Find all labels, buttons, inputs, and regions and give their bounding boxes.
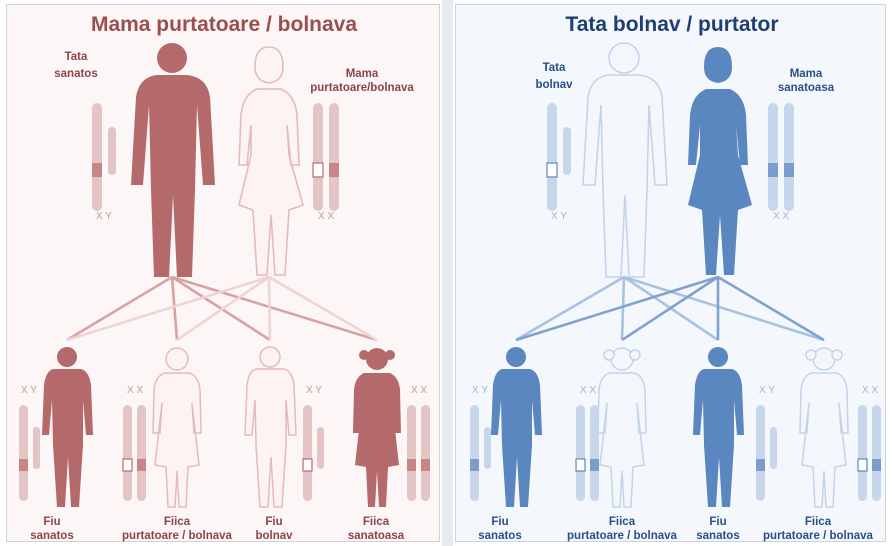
right-child-2-label1: Fiica [609, 516, 636, 528]
left-child-4-label1: Fiica [363, 516, 390, 528]
right-child-3-figure [693, 347, 744, 507]
left-father: Tata sanatos X Y [54, 43, 215, 277]
left-inheritance-lines-light [67, 277, 377, 340]
right-child-3-xy: X Y [759, 385, 775, 396]
right-child-1-label2: sanatos [478, 530, 521, 542]
right-mother-xy: X X [773, 211, 789, 222]
right-child-1-label1: Fiu [491, 516, 508, 528]
right-inheritance-lines [516, 277, 824, 340]
left-father-figure [131, 43, 215, 277]
right-mother: Mama sanatoasa X X [688, 47, 835, 275]
left-child-1-figure [42, 347, 93, 507]
right-child-4-label2: purtatoare / bolnava [763, 530, 874, 542]
right-child-1-chromosomes [470, 405, 491, 501]
right-child-1: X Y Fiu sanatos [470, 347, 542, 542]
left-child-1-label2: sanatos [30, 530, 73, 542]
left-child-1-chromosomes [19, 405, 40, 501]
right-father-label2: bolnav [535, 79, 573, 91]
left-child-1: X Y Fiu sanatos [19, 347, 93, 542]
left-child-2-figure [153, 348, 201, 507]
left-mother-label1: Mama [346, 68, 379, 80]
right-child-2-figure [598, 348, 646, 507]
right-mother-label1: Mama [790, 68, 823, 80]
left-child-2-label2: purtatoare / bolnava [122, 530, 233, 542]
right-child-1-xy: X Y [472, 385, 488, 396]
right-father: Tata bolnav X Y [535, 43, 667, 277]
right-father-chromosomes [547, 103, 571, 211]
right-mother-chromosomes [768, 103, 794, 211]
left-child-3: X Y Fiu bolnav [245, 347, 324, 542]
right-child-3-label2: sanatos [696, 530, 739, 542]
right-child-2-chromosomes [576, 405, 599, 501]
right-father-figure [583, 43, 667, 277]
left-child-2-label1: Fiica [164, 516, 191, 528]
left-child-4-label2: sanatoasa [348, 530, 405, 542]
right-diagram: Tata bolnav / purtator Tata bolnav X Y M… [456, 5, 887, 543]
left-child-3-label2: bolnav [255, 530, 293, 542]
left-mother-xy: X X [318, 211, 334, 222]
left-child-2-xy: X X [127, 385, 143, 396]
left-child-4: X X Fiica sanatoasa [348, 348, 430, 542]
left-diagram: Mama purtatoare / bolnava Tata sanatos X… [7, 5, 441, 543]
right-child-1-figure [491, 347, 542, 507]
left-child-4-chromosomes [407, 405, 430, 501]
left-title: Mama purtatoare / bolnava [91, 13, 357, 36]
right-child-4-chromosomes [858, 405, 881, 501]
left-father-label1: Tata [65, 51, 88, 63]
left-child-3-label1: Fiu [265, 516, 282, 528]
left-child-1-label1: Fiu [43, 516, 60, 528]
left-panel: Mama purtatoare / bolnava Tata sanatos X… [6, 4, 440, 542]
left-child-3-chromosomes [303, 405, 324, 501]
left-child-3-figure [245, 347, 296, 507]
right-child-4-figure [800, 348, 848, 507]
panel-divider [442, 0, 453, 546]
left-child-2-chromosomes [123, 405, 146, 501]
left-mother: Mama purtatoare/bolnava X X [239, 47, 414, 275]
right-father-xy: X Y [551, 211, 567, 222]
right-mother-figure [688, 47, 752, 275]
left-child-1-xy: X Y [21, 385, 37, 396]
right-panel: Tata bolnav / purtator Tata bolnav X Y M… [455, 4, 886, 542]
right-child-3: X Y Fiu sanatos [693, 347, 777, 542]
left-father-chromosomes [92, 103, 116, 211]
right-title: Tata bolnav / purtator [565, 13, 778, 36]
right-child-2: X X Fiica purtatoare / bolnava [567, 348, 678, 542]
right-child-4: X X Fiica purtatoare / bolnava [763, 348, 881, 542]
left-child-2: X X Fiica purtatoare / bolnava [122, 348, 233, 542]
left-mother-label2: purtatoare/bolnava [310, 82, 414, 94]
right-father-label1: Tata [543, 62, 566, 74]
left-child-3-xy: X Y [306, 385, 322, 396]
left-mother-figure [239, 47, 303, 275]
right-mother-label2: sanatoasa [778, 82, 835, 94]
right-child-4-xy: X X [862, 385, 878, 396]
left-mother-chromosomes [313, 103, 339, 211]
right-child-3-chromosomes [756, 405, 777, 501]
left-father-xy: X Y [96, 211, 112, 222]
left-father-label2: sanatos [54, 68, 97, 80]
right-child-3-label1: Fiu [709, 516, 726, 528]
left-child-4-figure [353, 348, 401, 507]
right-child-2-xy: X X [580, 385, 596, 396]
right-child-4-label1: Fiica [805, 516, 832, 528]
right-child-2-label2: purtatoare / bolnava [567, 530, 678, 542]
left-child-4-xy: X X [411, 385, 427, 396]
